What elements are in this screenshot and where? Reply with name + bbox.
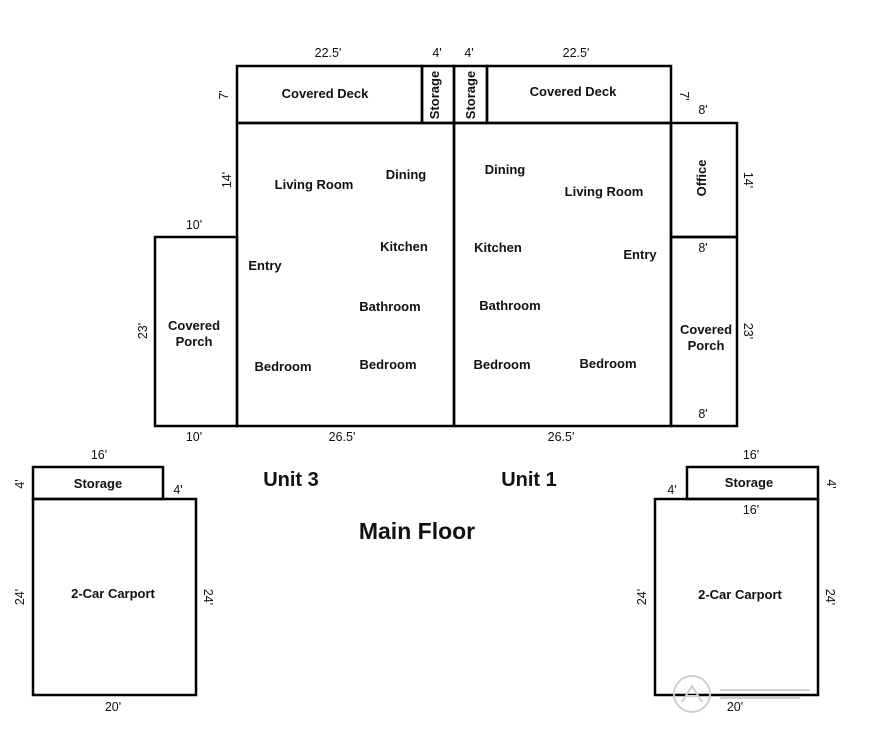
covered-porch-left [153,235,239,428]
dim-right-upper-height: 14' [741,172,755,188]
carport-left-label: 2-Car Carport [71,586,155,601]
dim-carport-storage-right-width: 16' [743,448,759,462]
watermark-logo [673,675,810,713]
porch-left-label-2: Porch [176,334,213,349]
kitchen-left-label: Kitchen [380,239,428,254]
unit-3-label: Unit 3 [263,469,319,491]
dim-porch-left-height: 23' [136,323,150,339]
dim-deck-right-height: 7' [677,91,691,100]
deck-left-label: Covered Deck [282,86,369,101]
carport-left-group [31,465,198,697]
storage-left-label: Storage [427,71,442,119]
unit-1-label: Unit 1 [501,469,557,491]
dim-porch-right-height: 23' [741,323,755,339]
bedroom-right-b-label: Bedroom [579,356,636,371]
dim-carport-right-width: 20' [727,700,743,714]
dim-carport-storage-right-height-left: 4' [667,483,676,497]
dim-carport-storage-right-height-right: 4' [824,479,838,488]
dim-carport-storage-left-height-right: 4' [173,483,182,497]
page-title: Main Floor [359,518,475,544]
dim-porch-right-top: 8' [698,241,707,255]
carport-storage-left-label: Storage [74,476,122,491]
dim-porch-left-top: 10' [186,218,202,232]
carport-right-label: 2-Car Carport [698,587,782,602]
dim-carport-storage-left-width: 16' [91,448,107,462]
dim-porch-right-bottom: 8' [698,407,707,421]
kitchen-right-label: Kitchen [474,240,522,255]
dim-carport-left-height-right: 24' [201,589,215,605]
dim-carport-right-height-left: 24' [635,589,649,605]
carport-left [31,497,198,697]
bedroom-left-a-label: Bedroom [254,359,311,374]
carport-right-group [653,465,820,697]
dim-storage-left-width: 4' [432,46,441,60]
dim-carport-right-height-right: 24' [823,589,837,605]
porch-right-label-1: Covered [680,322,732,337]
bathroom-right-label: Bathroom [479,298,540,313]
carport-storage-right-label: Storage [725,475,773,490]
dim-deck-left-width: 22.5' [315,46,342,60]
porch-right-label-2: Porch [688,338,725,353]
office-label: Office [694,160,709,197]
dim-deck-left-height: 7' [217,90,231,99]
dim-storage-right-width: 4' [464,46,473,60]
deck-right-label: Covered Deck [530,84,617,99]
entry-right-label: Entry [623,247,657,262]
bedroom-right-a-label: Bedroom [473,357,530,372]
main-building [153,64,739,428]
living-room-left-label: Living Room [275,177,354,192]
dim-carport-left-height-left: 24' [13,589,27,605]
bedroom-left-b-label: Bedroom [359,357,416,372]
dim-unit-right-width: 26.5' [548,430,575,444]
dim-carport-storage-left-height-left: 4' [13,479,27,488]
dim-office-width: 8' [698,103,707,117]
dim-unit-left-width: 26.5' [329,430,356,444]
storage-right-label: Storage [463,71,478,119]
bathroom-left-label: Bathroom [359,299,420,314]
living-room-right-label: Living Room [565,184,644,199]
entry-left-label: Entry [248,258,282,273]
porch-left-label-1: Covered [168,318,220,333]
dining-right-label: Dining [485,162,525,177]
dining-left-label: Dining [386,167,426,182]
dim-carport-storage-right-bottom: 16' [743,503,759,517]
covered-porch-right [669,235,739,428]
dim-left-upper-height: 14' [220,172,234,188]
dim-carport-left-width: 20' [105,700,121,714]
dim-porch-left-bottom: 10' [186,430,202,444]
dim-deck-right-width: 22.5' [563,46,590,60]
carport-right [653,497,820,697]
